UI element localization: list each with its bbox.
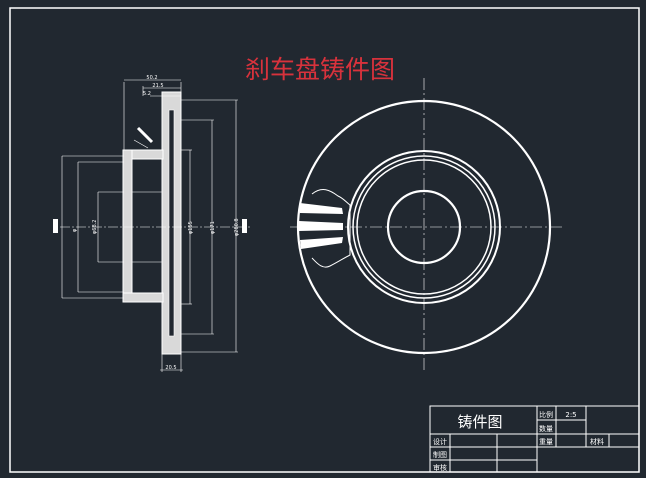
dim-top-mid: 21.5 [152,83,163,89]
dim-top-small: 5.2 [143,91,151,97]
vane-2 [299,221,343,231]
friction-inner-circle [347,150,501,304]
design-label: 设计 [433,437,447,446]
material-label: 材料 [590,437,604,446]
outer-rim-circle [296,99,552,355]
hat-outer-circle [352,155,496,299]
title-block-text: 铸件图 比例 2:5 数量 设计 制图 审核 重量 材料 [433,410,604,472]
center-bore-circle [386,189,462,265]
breakout-outline [311,189,351,268]
section-dimensions: 50.2 21.5 5.2 20.5 φ68.2 φ φ155 φ171 φ28… [72,75,240,371]
section-markers [53,219,247,233]
drawing-frame [9,7,640,473]
hat-inner-circle [356,159,492,295]
section-marker-right [242,219,247,233]
dim-outer: φ280.8 [234,218,240,236]
front-view [290,78,562,372]
scale-label: 比例 [539,410,553,419]
title-block-name: 铸件图 [457,413,502,431]
count-label: 数量 [539,424,553,433]
dim-hat: φ [72,228,78,232]
section-marker-left [53,219,58,233]
dim-inner-bore: φ68.2 [92,220,98,234]
dim-155: φ155 [188,221,194,234]
draw-label: 制图 [433,450,447,459]
review-label: 审核 [433,463,447,472]
section-hatch [122,91,182,355]
vane-3 [300,237,343,249]
dim-top-overall: 50.2 [146,75,157,81]
dim-bottom: 20.5 [165,365,176,371]
dim-171: φ171 [210,221,216,234]
vane-1 [300,203,343,214]
vane-group [299,203,343,249]
weight-label: 重量 [539,438,553,446]
title-block [429,405,640,473]
section-view [60,79,250,372]
drawing-title: 刹车盘铸件图 [245,55,395,84]
scale-value: 2:5 [565,411,576,419]
